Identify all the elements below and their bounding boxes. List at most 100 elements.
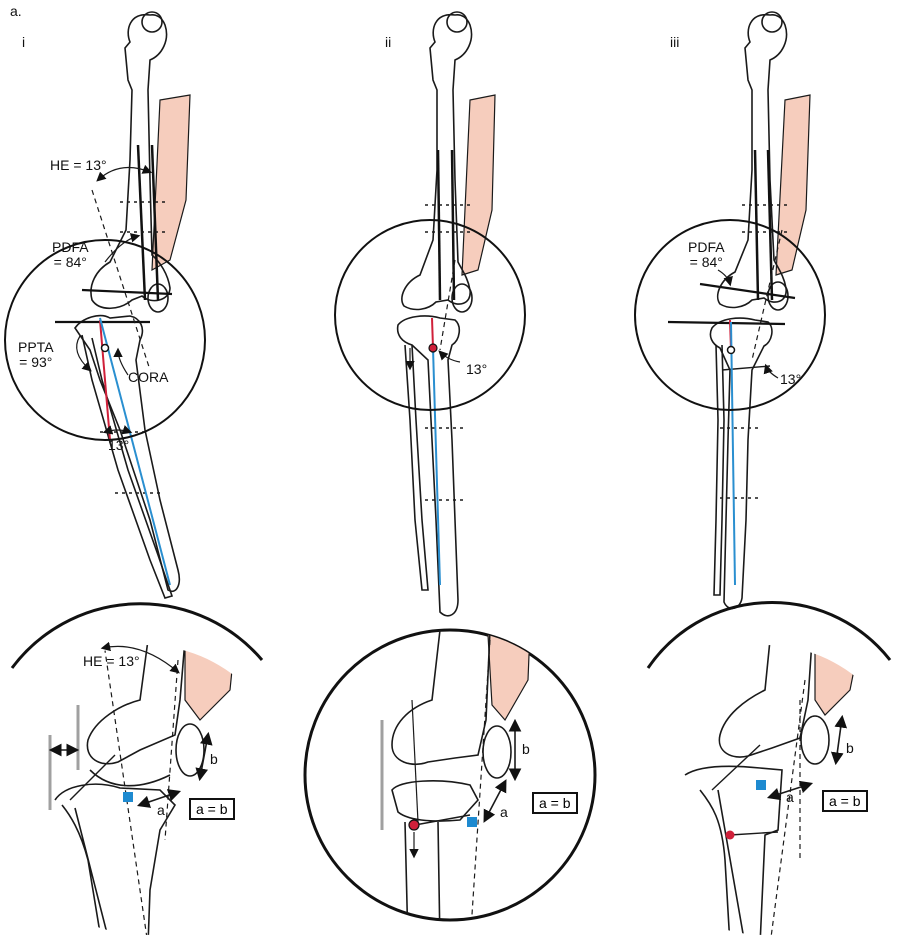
tibial-axis-blue: [730, 321, 736, 586]
a-label-z1: a: [157, 802, 165, 818]
plate-medial: [150, 144, 160, 301]
muscle-shading: [775, 94, 811, 276]
pdfa-label-iii: PDFA = 84°: [688, 239, 725, 270]
osteotomy-line: [729, 831, 779, 836]
cora-label: CORA: [128, 369, 169, 385]
b-label-z2: b: [522, 741, 530, 757]
b-label-z1: b: [210, 751, 218, 767]
plate-medial: [450, 149, 456, 301]
panel-ii-roman: ii: [385, 34, 392, 50]
femoral-joint-line: [81, 288, 173, 296]
tibia-outline: [54, 783, 177, 935]
ligament: [711, 744, 761, 791]
tibia-shaft: [404, 821, 441, 920]
plate-lateral: [436, 149, 442, 301]
panel-iii-zoom-circle: [634, 219, 826, 411]
femoral-axis-dashed: [469, 639, 491, 920]
tibial-joint-line: [667, 320, 786, 326]
fibula-outline: [61, 804, 111, 935]
tibia-outline: [684, 765, 783, 935]
femur-outline: [716, 14, 788, 309]
fibula-outline: [81, 334, 174, 599]
muscle-shading: [184, 645, 236, 721]
muscle-shading: [151, 94, 191, 272]
ligament-2: [411, 699, 419, 823]
cora-point: [100, 343, 110, 353]
fibula-outline: [699, 789, 746, 935]
he-angle-arc: [96, 164, 153, 182]
patella: [175, 723, 205, 777]
zoom-arc-3: [646, 601, 892, 669]
tibial-axis-blue: [99, 317, 171, 586]
equation-box-z2: a = b: [532, 792, 578, 814]
femoral-head: [761, 11, 783, 33]
fibula-outline: [404, 344, 429, 591]
cora-point: [726, 345, 736, 355]
marker-blue-1: [123, 792, 133, 802]
ant-dashed: [164, 659, 179, 841]
angle-13-leader-ii: [438, 350, 461, 363]
zoom-panel-2: [303, 628, 597, 922]
muscle-shading: [487, 630, 531, 722]
patella: [451, 283, 473, 313]
angle-13-leader-iii: [763, 363, 779, 379]
tibia-outline: [391, 780, 479, 822]
he-label: HE = 13°: [50, 157, 107, 173]
femur-outline: [86, 645, 186, 765]
osteotomy-line: [721, 365, 771, 371]
equation-box-z3: a = b: [822, 790, 868, 812]
cora-point: [428, 343, 438, 353]
zoom-circle-2: [303, 628, 597, 922]
panel-i-limb: [4, 11, 206, 599]
panel-ii-limb: [334, 11, 526, 617]
panel-i-roman: i: [22, 34, 26, 50]
he-angle-arc-z1: [100, 641, 180, 674]
a-label-z2: a: [500, 804, 508, 820]
muscle-shading: [461, 94, 496, 276]
patella: [800, 715, 830, 765]
femoral-head: [141, 11, 163, 33]
tibia-outline: [709, 317, 773, 610]
pdfa-angle-arc-iii: [717, 269, 733, 287]
ppta-label: PPTA = 93°: [18, 339, 54, 370]
femoral-segment-red: [99, 319, 111, 441]
tibial-axis-blue: [432, 347, 441, 586]
a-label-z3: a: [786, 789, 794, 805]
femoral-head: [446, 11, 468, 33]
marker-red-3: [725, 830, 735, 840]
pdfa-angle-arc: [104, 233, 141, 263]
muscle-shading: [814, 645, 861, 716]
b-arrow-1: [195, 731, 213, 782]
patella: [482, 725, 512, 779]
fibula-outline: [713, 344, 725, 596]
ligament: [69, 754, 116, 801]
tibia-outline: [74, 314, 181, 592]
b-label-z3: b: [846, 740, 854, 756]
a-arrow-1: [136, 789, 182, 808]
femur-outline: [401, 14, 473, 311]
angle-13-arc-i: [102, 425, 133, 435]
zoom-panel-3: [646, 601, 892, 935]
ligament: [414, 814, 471, 826]
femur-outline: [391, 630, 491, 766]
a-arrow-2: [483, 779, 507, 823]
figure-tag: a.: [10, 3, 22, 19]
a-arrow-3: [766, 780, 814, 801]
femoral-axis-dashed: [101, 645, 149, 935]
plate-lateral: [753, 149, 760, 301]
femoral-joint-line: [699, 282, 796, 300]
femoral-axis-dashed: [751, 229, 783, 361]
femur-outline: [718, 645, 813, 758]
pdfa-label: PDFA = 84°: [52, 239, 89, 270]
angle-13-label-i: 13°: [108, 437, 130, 453]
zoom-arc-1: [10, 602, 264, 669]
femoral-axis-dashed: [91, 189, 151, 371]
panel-ii-zoom-circle: [334, 219, 526, 411]
panel-i-zoom-circle: [4, 239, 206, 441]
marker-blue-3: [756, 780, 766, 790]
femur-outline: [90, 14, 171, 310]
b-arrow-3: [830, 714, 848, 766]
angle-13-label-ii: 13°: [466, 361, 488, 377]
angle-13-label-iii: 13°: [780, 371, 802, 387]
